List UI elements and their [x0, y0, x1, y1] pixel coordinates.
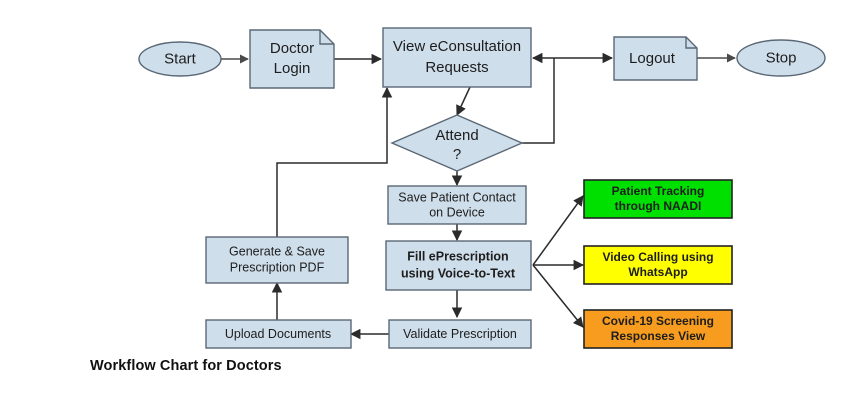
node-video-calling[interactable]: Video Calling using WhatsApp — [583, 245, 733, 285]
node-video-calling-label-line2: WhatsApp — [628, 265, 687, 279]
node-view-requests[interactable]: View eConsultation Requests — [382, 27, 532, 88]
node-save-contact-label-line1: Save Patient Contact — [398, 190, 516, 204]
node-logout[interactable]: Logout — [613, 36, 698, 81]
node-video-calling-label-line1: Video Calling using — [602, 250, 713, 264]
node-save-contact-label-line2: on Device — [429, 205, 485, 219]
node-save-contact[interactable]: Save Patient Contact on Device — [387, 185, 527, 225]
node-start-label: Start — [164, 50, 197, 67]
node-attend-label-line1: Attend — [435, 127, 478, 144]
node-stop[interactable]: Stop — [736, 39, 826, 77]
node-validate-prescription[interactable]: Validate Prescription — [388, 319, 532, 349]
node-patient-tracking[interactable]: Patient Tracking through NAADI — [583, 179, 733, 219]
node-attend-label-line2: ? — [453, 146, 461, 163]
node-covid-screening-label-line1: Covid-19 Screening — [602, 314, 714, 328]
node-logout-label: Logout — [629, 50, 676, 67]
edge-attend-to-top-link — [522, 58, 555, 144]
node-view-requests-label-line1: View eConsultation — [393, 38, 521, 55]
node-doctor-login[interactable]: Doctor Login — [249, 29, 335, 89]
node-generate-pdf-label-line1: Generate & Save — [229, 244, 325, 258]
node-stop-label: Stop — [766, 49, 797, 66]
node-start[interactable]: Start — [138, 41, 222, 77]
node-view-requests-label-line2: Requests — [425, 59, 488, 76]
node-covid-screening[interactable]: Covid-19 Screening Responses View — [583, 309, 733, 349]
edge-generate-pdf-to-view-requests — [276, 86, 393, 237]
edge-view-requests-to-attend — [456, 86, 471, 116]
node-doctor-login-label-line2: Login — [274, 60, 311, 77]
node-patient-tracking-label-line1: Patient Tracking — [612, 184, 705, 198]
node-validate-prescription-label: Validate Prescription — [403, 327, 517, 341]
node-doctor-login-label-line1: Doctor — [270, 40, 314, 57]
node-generate-pdf-label-line2: Prescription PDF — [230, 260, 325, 274]
node-fill-eprescription-label-line1: Fill ePrescription — [407, 249, 508, 263]
node-covid-screening-label-line2: Responses View — [611, 329, 706, 343]
node-upload-documents-label: Upload Documents — [225, 327, 331, 341]
node-attend-decision[interactable]: Attend ? — [390, 114, 524, 172]
node-upload-documents[interactable]: Upload Documents — [205, 319, 352, 349]
node-generate-pdf[interactable]: Generate & Save Prescription PDF — [205, 236, 349, 284]
edge-fill-eprescription-to-patient-tracking — [532, 195, 584, 266]
chart-caption: Workflow Chart for Doctors — [90, 358, 282, 374]
node-fill-eprescription-label-line2: using Voice-to-Text — [401, 266, 516, 280]
edge-fill-eprescription-to-covid-screening — [532, 264, 584, 328]
node-fill-eprescription[interactable]: Fill ePrescription using Voice-to-Text — [385, 240, 532, 291]
node-patient-tracking-label-line2: through NAADI — [615, 199, 702, 213]
